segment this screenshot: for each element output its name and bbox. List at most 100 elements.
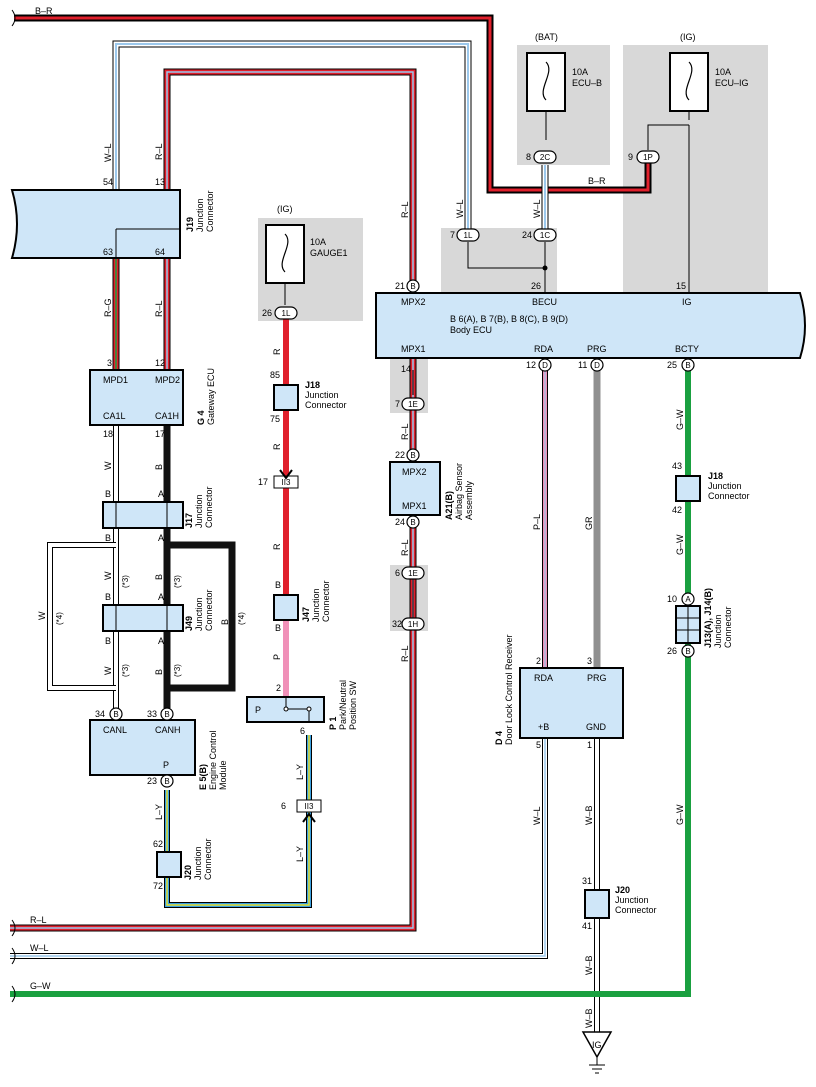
svg-text:12: 12 [526, 360, 536, 370]
j18-right-connector[interactable] [675, 475, 701, 502]
svg-text:42: 42 [672, 505, 682, 515]
svg-text:62: 62 [153, 839, 163, 849]
j17-connector[interactable] [102, 501, 184, 529]
note3-a: (*3) [121, 575, 130, 588]
svg-text:Junction: Junction [193, 846, 203, 880]
fuse-ig-source: (IG) [680, 32, 696, 42]
wire-label-w-l-4: W–L [532, 806, 542, 825]
label-j19: J19 Junction Connector [185, 190, 215, 232]
ecu-mpx2-label: MPX2 [401, 297, 426, 307]
pin-d-rda[interactable]: D [538, 358, 552, 372]
svg-text:D 4: D 4 [494, 731, 504, 745]
j20-left-connector[interactable] [156, 851, 182, 878]
pin-1c[interactable]: 1C [533, 228, 557, 242]
pin-1e-bottom[interactable]: 1E [401, 566, 425, 580]
svg-text:22: 22 [395, 450, 405, 460]
label-j20-left: J20 Junction Connector [183, 838, 213, 880]
svg-text:B: B [410, 518, 415, 527]
label-e5: E 5(B) Engine Control Module [198, 730, 228, 790]
j18-left-connector[interactable] [273, 384, 299, 411]
svg-text:GND: GND [586, 722, 607, 732]
fuse-bat-source: (BAT) [535, 32, 558, 42]
svg-text:21: 21 [395, 281, 405, 291]
svg-text:Connector: Connector [321, 580, 331, 622]
wire-label-g-w-1: G–W [675, 409, 685, 430]
note3-d: (*3) [173, 664, 182, 677]
svg-text:P: P [255, 705, 261, 715]
svg-text:MPD2: MPD2 [155, 375, 180, 385]
svg-text:26: 26 [531, 281, 541, 291]
wire-label-w-l-1: W–L [103, 143, 113, 162]
pin-b-bcty[interactable]: B [681, 358, 695, 372]
pin-1l-top[interactable]: 1L [456, 228, 480, 242]
svg-text:+B: +B [538, 722, 549, 732]
svg-text:B: B [410, 282, 415, 291]
svg-text:2C: 2C [540, 153, 550, 162]
j47-connector[interactable] [273, 594, 299, 621]
pin-a-10[interactable]: A [681, 592, 695, 606]
svg-text:Park/Neutral: Park/Neutral [338, 680, 348, 730]
pin-ii3-top[interactable]: II3 [273, 475, 299, 489]
wire-label-g-w-3: G–W [675, 804, 685, 825]
svg-text:Junction: Junction [195, 198, 205, 232]
svg-text:31: 31 [582, 876, 592, 886]
svg-text:2: 2 [536, 656, 541, 666]
svg-text:CANL: CANL [103, 725, 127, 735]
wire-label-w-2: W [103, 571, 113, 580]
wire-label-p-l: P–L [532, 514, 542, 530]
ecu-ig-label: IG [682, 297, 692, 307]
pin-ii3-bottom[interactable]: II3 [296, 799, 322, 813]
wire-label-b-loop: B [220, 619, 230, 625]
label-j17: J17 Junction Connector [184, 486, 214, 528]
svg-text:6: 6 [281, 801, 286, 811]
pin-b-33[interactable]: B [160, 707, 174, 721]
pin-2c[interactable]: 2C [533, 150, 557, 164]
door-lock-control-receiver[interactable] [519, 667, 624, 739]
j49-connector[interactable] [102, 604, 184, 632]
pin-1l-gauge[interactable]: 1L [274, 306, 298, 320]
pin-b-mpx2[interactable]: B [406, 279, 420, 293]
svg-text:41: 41 [582, 921, 592, 931]
j20-right-connector[interactable] [584, 889, 610, 919]
svg-text:5: 5 [536, 740, 541, 750]
svg-text:1: 1 [587, 740, 592, 750]
svg-text:A21(B): A21(B) [444, 491, 454, 520]
ecu-prg-label: PRG [587, 344, 607, 354]
pin-d-prg[interactable]: D [590, 358, 604, 372]
gateway-ecu[interactable] [89, 369, 184, 426]
fuse-bat-pin: 8 [526, 152, 531, 162]
svg-text:11: 11 [578, 360, 587, 370]
label-a21: A21(B) Airbag Sensor Assembly [444, 463, 474, 520]
wire-label-r-3: R [272, 543, 282, 550]
pin-b-23[interactable]: B [160, 774, 174, 788]
svg-text:RDA: RDA [534, 673, 553, 683]
body-ecu[interactable] [375, 292, 806, 359]
airbag-sensor-assembly[interactable] [389, 461, 441, 516]
svg-text:CA1L: CA1L [103, 411, 126, 421]
pin-1p[interactable]: 1P [636, 150, 660, 164]
pin-b-22[interactable]: B [406, 448, 420, 462]
svg-text:P 1: P 1 [328, 717, 338, 730]
pin-b-24[interactable]: B [406, 515, 420, 529]
wire-label-r-l-5: R–L [400, 539, 410, 556]
pin-b-26[interactable]: B [681, 644, 695, 658]
fuse-gauge-name: GAUGE1 [310, 248, 348, 258]
ecu-rda-label: RDA [534, 344, 553, 354]
svg-text:25: 25 [667, 360, 677, 370]
svg-text:B: B [105, 489, 111, 499]
pin-b-34[interactable]: B [109, 707, 123, 721]
svg-text:Junction: Junction [708, 481, 742, 491]
svg-text:J20: J20 [183, 865, 193, 880]
svg-text:6: 6 [395, 568, 400, 578]
pin-1e-top[interactable]: 1E [401, 397, 425, 411]
wire-label-g-w-2: G–W [675, 534, 685, 555]
wire-l-y [164, 735, 312, 908]
svg-text:A: A [158, 592, 164, 602]
svg-text:10: 10 [667, 594, 677, 604]
engine-control-module[interactable] [89, 719, 196, 776]
svg-text:33: 33 [147, 709, 157, 719]
svg-text:43: 43 [672, 461, 682, 471]
pin-1h[interactable]: 1H [401, 617, 425, 631]
svg-text:Position SW: Position SW [348, 680, 358, 730]
svg-text:B: B [105, 533, 111, 543]
